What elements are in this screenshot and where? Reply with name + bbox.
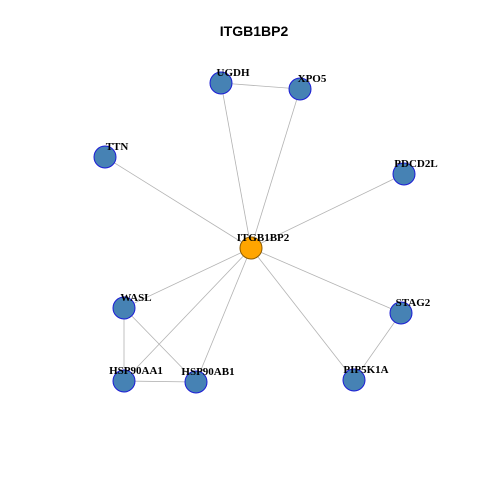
node-pip5k1a[interactable] <box>342 368 366 392</box>
edge-itgb1bp2-pdcd2l <box>250 173 405 249</box>
node-label-pip5k1a: PIP5K1A <box>343 364 388 376</box>
node-label-stag2: STAG2 <box>396 297 431 309</box>
diagram-title: ITGB1BP2 <box>220 23 289 39</box>
node-label-hsp90aa1: HSP90AA1 <box>109 365 163 377</box>
edge-itgb1bp2-stag2 <box>250 247 402 314</box>
edge-itgb1bp2-ttn <box>104 156 252 249</box>
node-label-itgb1bp2: ITGB1BP2 <box>237 232 290 244</box>
edge-itgb1bp2-hsp90ab1 <box>195 247 252 383</box>
edge-itgb1bp2-wasl <box>123 247 252 309</box>
node-xpo5[interactable] <box>288 77 312 101</box>
edge-hsp90aa1-hsp90ab1 <box>123 380 197 383</box>
node-wasl[interactable] <box>112 296 136 320</box>
edge-stag2-pip5k1a <box>353 312 402 381</box>
edge-ugdh-xpo5 <box>220 82 301 90</box>
node-label-ttn: TTN <box>106 141 129 153</box>
node-layer <box>93 71 416 394</box>
edge-wasl-hsp90ab1 <box>123 307 197 383</box>
node-label-xpo5: XPO5 <box>298 73 327 85</box>
node-stag2[interactable] <box>389 301 413 325</box>
node-ttn[interactable] <box>93 145 117 169</box>
edge-itgb1bp2-hsp90aa1 <box>123 247 252 382</box>
node-pdcd2l[interactable] <box>392 162 416 186</box>
node-label-hsp90ab1: HSP90AB1 <box>181 366 234 378</box>
node-hsp90ab1[interactable] <box>184 370 208 394</box>
node-label-ugdh: UGDH <box>217 67 250 79</box>
node-label-pdcd2l: PDCD2L <box>394 158 437 170</box>
node-hsp90aa1[interactable] <box>112 369 136 393</box>
node-ugdh[interactable] <box>209 71 233 95</box>
edge-itgb1bp2-ugdh <box>220 82 252 249</box>
edge-layer <box>104 82 405 383</box>
edge-itgb1bp2-xpo5 <box>250 88 301 249</box>
edge-itgb1bp2-pip5k1a <box>250 247 355 381</box>
node-itgb1bp2[interactable] <box>239 236 263 260</box>
node-label-wasl: WASL <box>120 292 151 304</box>
